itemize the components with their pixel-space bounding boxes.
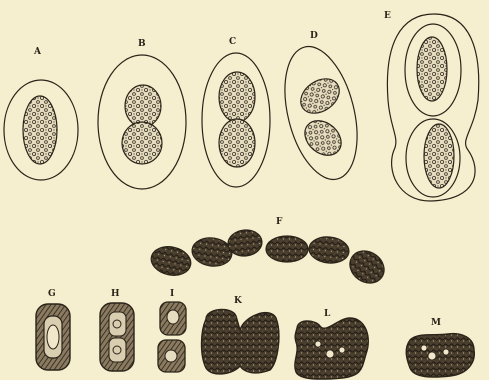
cell-e: E xyxy=(384,11,479,201)
label-l: L xyxy=(324,309,331,319)
cell-i: I xyxy=(158,289,186,372)
cell-b: B xyxy=(98,39,186,189)
cell-c: C xyxy=(202,37,270,187)
label-g: G xyxy=(48,289,56,299)
cell-a: A xyxy=(4,47,78,180)
label-c: C xyxy=(229,37,236,47)
label-k: K xyxy=(234,296,243,306)
cell-d: D xyxy=(273,31,370,187)
cell-k: K xyxy=(202,296,279,374)
cell-l: L xyxy=(295,309,368,379)
label-a: A xyxy=(33,47,42,57)
cell-m: M xyxy=(406,318,474,377)
label-m: M xyxy=(431,318,441,328)
cell-g: G xyxy=(36,289,70,370)
label-f: F xyxy=(276,217,283,227)
cell-h: H xyxy=(100,289,134,371)
label-b: B xyxy=(138,39,146,49)
label-e: E xyxy=(384,11,391,21)
label-i: I xyxy=(170,289,174,299)
label-h: H xyxy=(111,289,120,299)
label-d: D xyxy=(310,31,318,41)
cell-chain-f: F xyxy=(149,217,391,290)
